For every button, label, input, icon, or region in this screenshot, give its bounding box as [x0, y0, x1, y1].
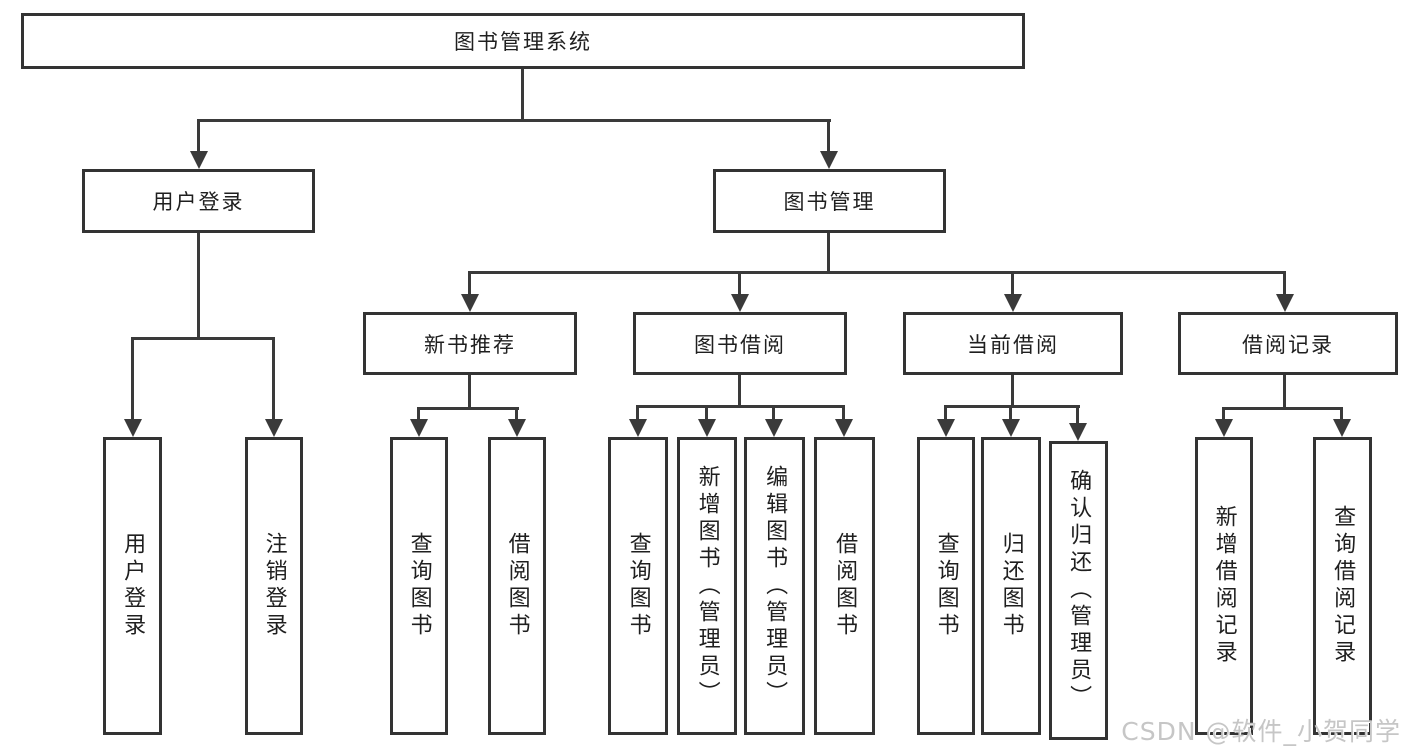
connector-line — [944, 405, 947, 421]
connector-line — [468, 271, 1286, 274]
connector-line — [1011, 271, 1014, 297]
watermark: CSDN @软件_小贺同学 — [1121, 717, 1401, 746]
node-label: 当前借阅 — [967, 332, 1059, 357]
node-label: 借阅记录 — [1242, 332, 1334, 357]
leaf-label: 查询图书 — [933, 532, 959, 640]
connector-line — [197, 233, 200, 340]
connector-line — [131, 337, 134, 421]
node-book-borrow: 图书借阅 — [633, 312, 847, 375]
leaf-label: 编辑图书（管理员） — [762, 464, 788, 708]
connector-line — [1011, 375, 1014, 408]
connector-line — [1283, 375, 1286, 410]
leaf-edit-book-admin: 编辑图书（管理员） — [744, 437, 805, 735]
arrowhead-down-icon — [629, 419, 647, 437]
node-label: 新书推荐 — [424, 332, 516, 357]
leaf-add-borrow-record: 新增借阅记录 — [1195, 437, 1253, 735]
connector-line — [521, 69, 524, 121]
connector-line — [705, 405, 708, 421]
connector-line — [827, 233, 830, 274]
node-root-system: 图书管理系统 — [21, 13, 1025, 69]
leaf-label: 借阅图书 — [504, 532, 530, 640]
arrowhead-down-icon — [1333, 419, 1351, 437]
connector-line — [944, 405, 1080, 408]
connector-line — [417, 407, 519, 410]
node-current-borrow: 当前借阅 — [903, 312, 1123, 375]
leaf-borrow-book-2: 借阅图书 — [814, 437, 875, 735]
connector-line — [636, 405, 845, 408]
leaf-label: 用户登录 — [120, 532, 146, 640]
leaf-add-book-admin: 新增图书（管理员） — [677, 437, 737, 735]
connector-line — [417, 407, 420, 421]
leaf-label: 查询图书 — [625, 532, 651, 640]
leaf-label: 注销登录 — [261, 532, 287, 640]
connector-line — [636, 405, 639, 421]
connector-line — [1076, 405, 1079, 425]
node-label: 用户登录 — [152, 190, 245, 214]
arrowhead-down-icon — [765, 419, 783, 437]
node-new-book-recommend: 新书推荐 — [363, 312, 577, 375]
connector-line — [772, 405, 775, 421]
connector-line — [1009, 405, 1012, 421]
connector-line — [468, 271, 471, 297]
arrowhead-down-icon — [731, 294, 749, 312]
connector-line — [1222, 407, 1225, 421]
connector-line — [1283, 271, 1286, 297]
node-user-login: 用户登录 — [82, 169, 315, 233]
leaf-query-book-2: 查询图书 — [608, 437, 668, 735]
arrowhead-down-icon — [835, 419, 853, 437]
connector-line — [131, 337, 275, 340]
leaf-label: 新增借阅记录 — [1211, 505, 1237, 667]
connector-line — [1222, 407, 1343, 410]
leaf-query-book-3: 查询图书 — [917, 437, 975, 735]
leaf-borrow-book-1: 借阅图书 — [488, 437, 546, 735]
node-label: 图书管理 — [783, 190, 876, 214]
leaf-label: 新增图书（管理员） — [694, 464, 720, 708]
arrowhead-down-icon — [410, 419, 428, 437]
leaf-logout: 注销登录 — [245, 437, 303, 735]
arrowhead-down-icon — [1215, 419, 1233, 437]
arrowhead-down-icon — [698, 419, 716, 437]
connector-line — [738, 375, 741, 408]
arrowhead-down-icon — [820, 151, 838, 169]
connector-line — [197, 119, 831, 122]
node-book-management: 图书管理 — [713, 169, 946, 233]
arrowhead-down-icon — [1004, 294, 1022, 312]
leaf-query-book-1: 查询图书 — [390, 437, 448, 735]
leaf-query-borrow-record: 查询借阅记录 — [1313, 437, 1372, 735]
node-borrow-record: 借阅记录 — [1178, 312, 1398, 375]
arrowhead-down-icon — [124, 419, 142, 437]
leaf-label: 查询图书 — [406, 532, 432, 640]
leaf-label: 查询借阅记录 — [1330, 505, 1356, 667]
arrowhead-down-icon — [190, 151, 208, 169]
arrowhead-down-icon — [937, 419, 955, 437]
arrowhead-down-icon — [1002, 419, 1020, 437]
connector-line — [842, 405, 845, 421]
leaf-label: 确认归还（管理员） — [1066, 469, 1092, 712]
connector-line — [197, 119, 200, 153]
leaf-return-book: 归还图书 — [981, 437, 1041, 735]
leaf-label: 借阅图书 — [832, 532, 858, 640]
arrowhead-down-icon — [461, 294, 479, 312]
leaf-user-login: 用户登录 — [103, 437, 162, 735]
leaf-confirm-return-admin: 确认归还（管理员） — [1049, 441, 1108, 740]
connector-line — [1340, 407, 1343, 421]
node-label: 图书借阅 — [694, 332, 786, 357]
connector-line — [738, 271, 741, 297]
connector-line — [468, 375, 471, 410]
arrowhead-down-icon — [265, 419, 283, 437]
node-label: 图书管理系统 — [454, 30, 592, 54]
connector-line — [515, 407, 518, 421]
connector-line — [272, 337, 275, 421]
connector-line — [827, 119, 830, 153]
arrowhead-down-icon — [508, 419, 526, 437]
arrowhead-down-icon — [1069, 423, 1087, 441]
arrowhead-down-icon — [1276, 294, 1294, 312]
leaf-label: 归还图书 — [998, 532, 1024, 640]
